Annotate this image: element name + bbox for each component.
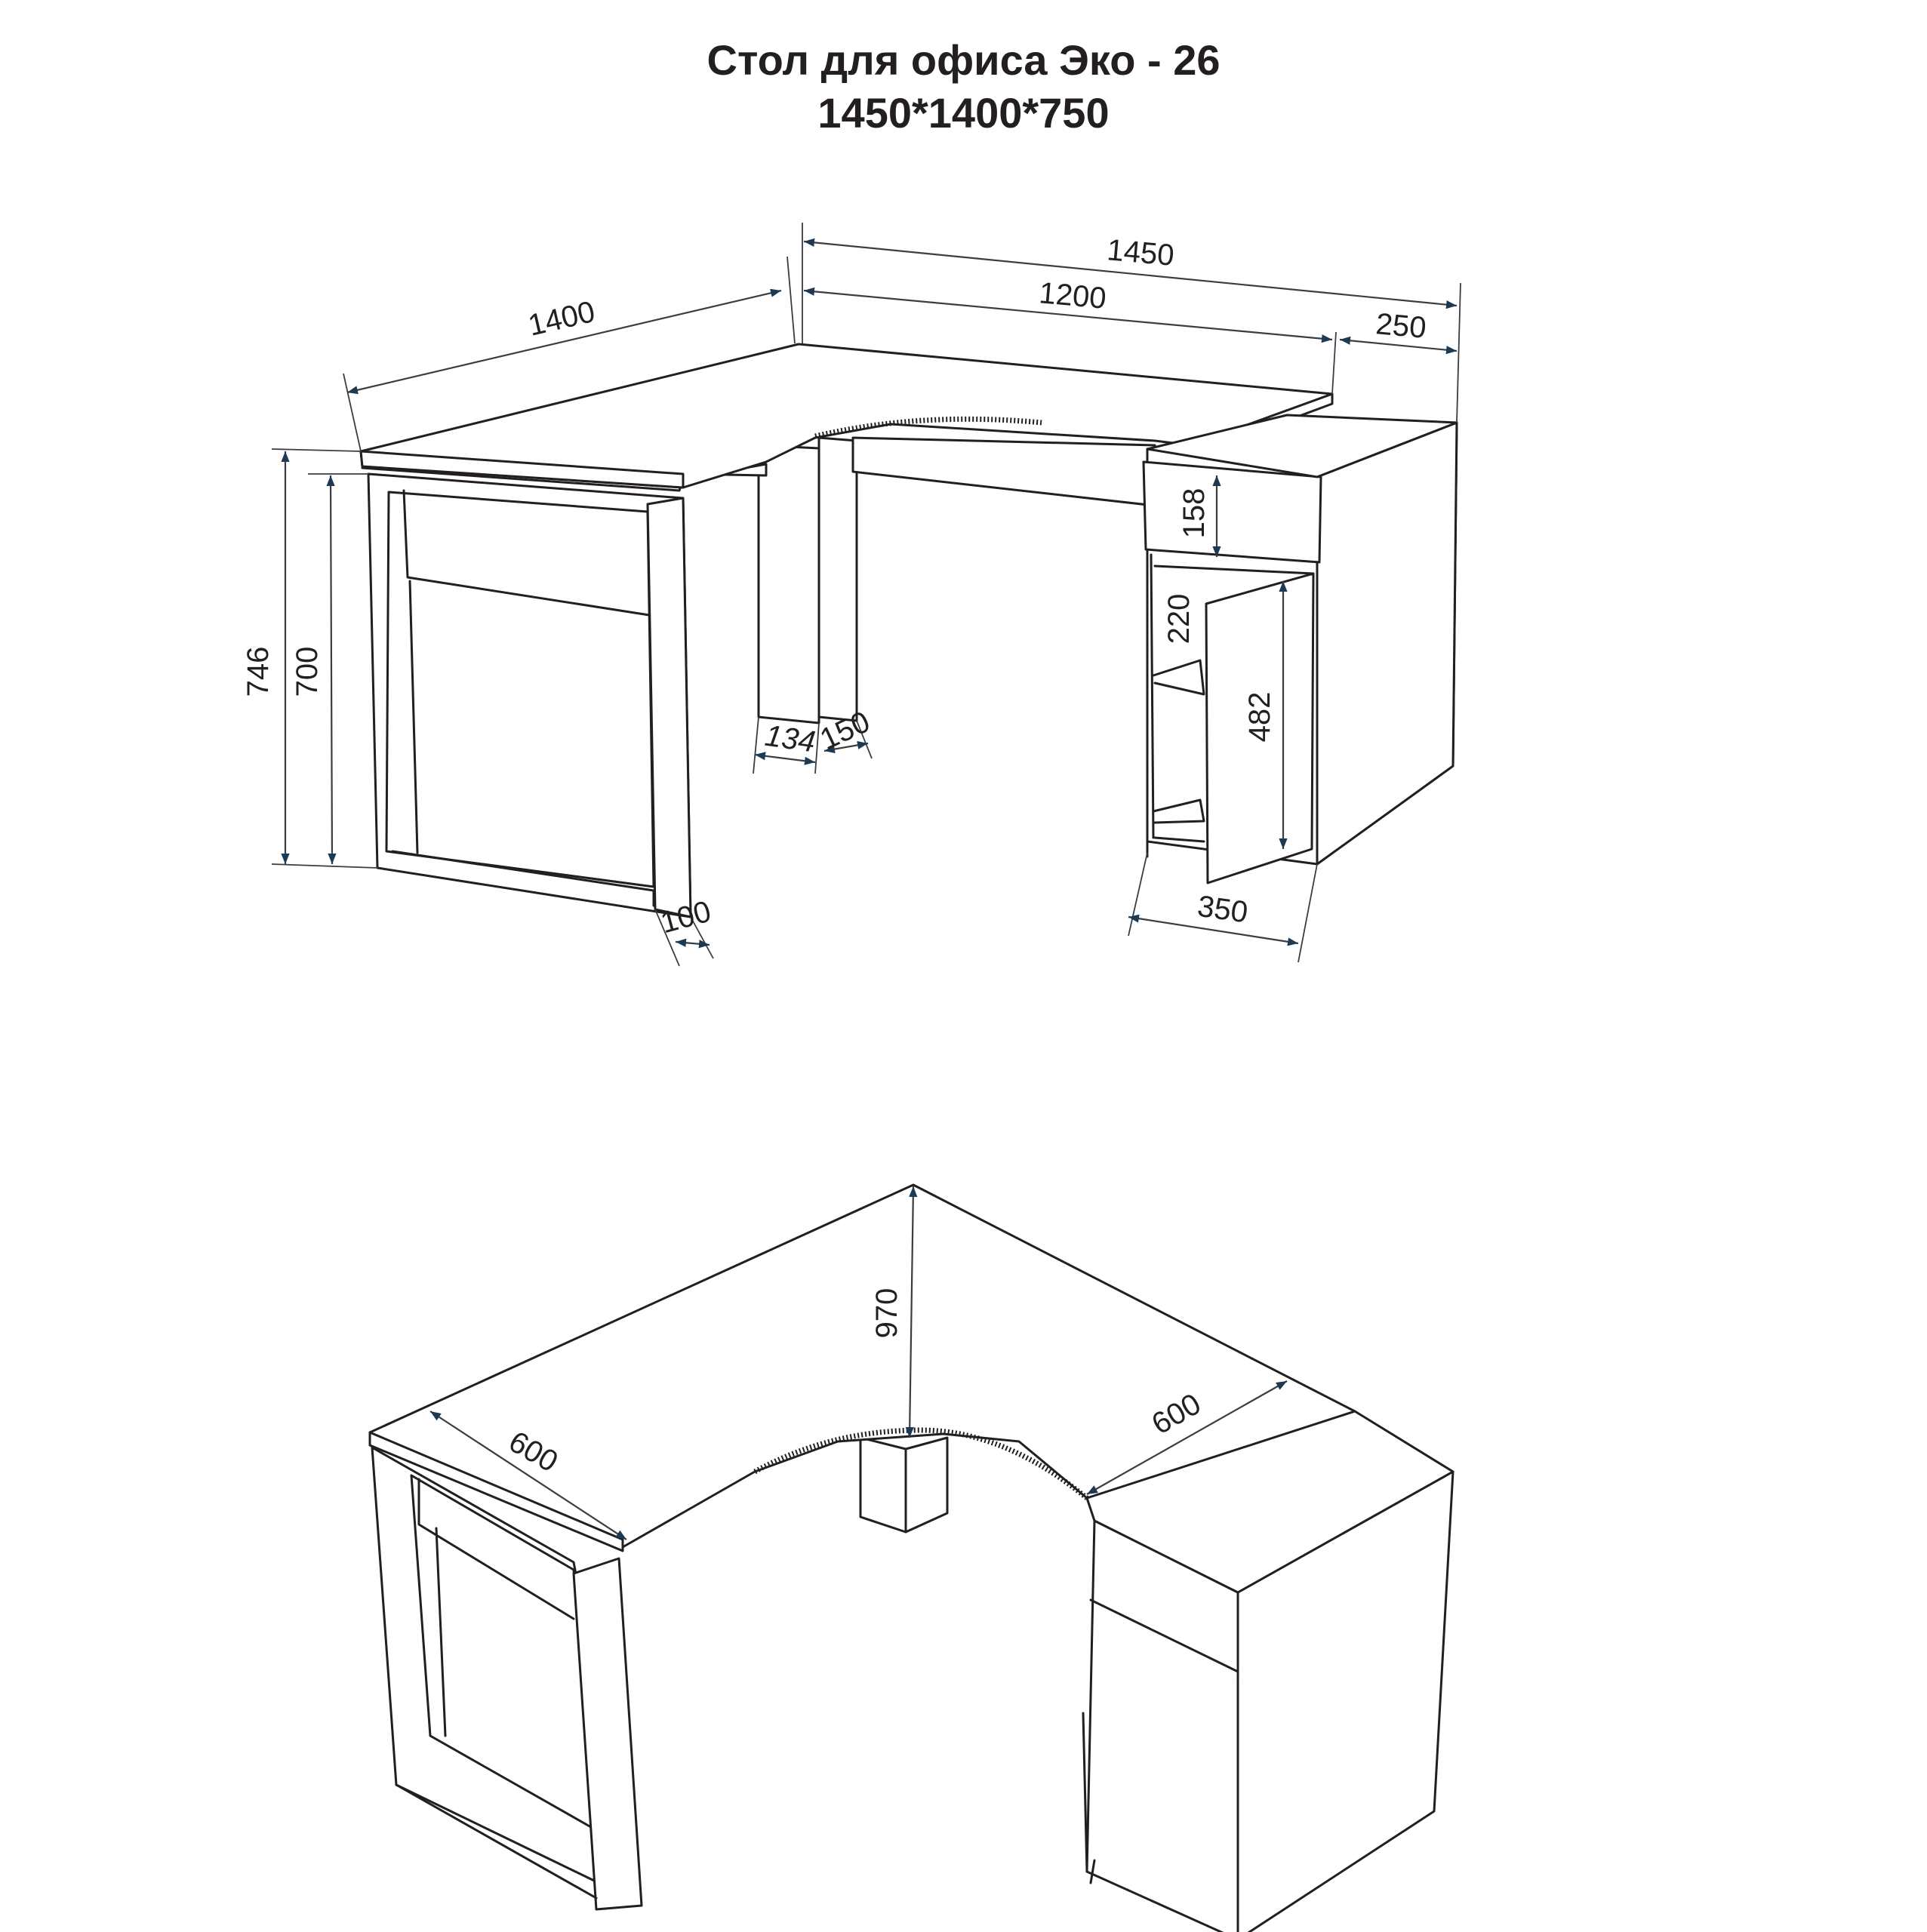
lower-support-post-side bbox=[904, 1436, 949, 1534]
dim-150-line bbox=[823, 740, 869, 754]
dim-350-line bbox=[1128, 914, 1299, 946]
dim-1450-extension bbox=[802, 223, 1461, 423]
cabinet-shelf-top bbox=[1153, 565, 1315, 575]
lower-curved-edge bbox=[753, 1427, 1089, 1500]
dim-970-line bbox=[905, 1186, 918, 1438]
lower-cabinet-front bbox=[1085, 1519, 1239, 1932]
dim-600-left-line bbox=[429, 1411, 627, 1540]
cabinet-side-panel bbox=[1316, 421, 1458, 866]
modesty-panel bbox=[851, 436, 1156, 507]
dim-1450-label: 1450 bbox=[1106, 233, 1175, 272]
lower-cabinet-top bbox=[1085, 1410, 1454, 1594]
left-leg-inner-line bbox=[408, 580, 419, 854]
dim-1200-line bbox=[803, 287, 1333, 343]
left-leg-drawer-line bbox=[402, 489, 651, 617]
dim-support-extension bbox=[753, 716, 873, 774]
dim-250-label: 250 bbox=[1374, 307, 1427, 345]
drawing-title: Стол для офиса Эко - 26 bbox=[706, 36, 1221, 84]
dim-250-line bbox=[1339, 336, 1458, 355]
dim-1400-extension bbox=[343, 256, 796, 452]
dim-482-label: 482 bbox=[1243, 692, 1276, 743]
dim-350-label: 350 bbox=[1196, 890, 1250, 930]
cabinet-inner-left bbox=[1150, 553, 1155, 839]
dim-158-label: 158 bbox=[1177, 488, 1211, 539]
left-leg-bottom-rail bbox=[391, 850, 655, 907]
front-view-dimensions: 1400 1450 1200 250 746 700 100 bbox=[242, 223, 1461, 967]
dim-100-line bbox=[675, 938, 710, 949]
lower-cabinet-drawer-line bbox=[1089, 1598, 1239, 1932]
dim-1400-line bbox=[346, 288, 782, 395]
dim-220-label: 220 bbox=[1162, 594, 1196, 645]
dim-134-line bbox=[754, 752, 816, 765]
left-leg-opening bbox=[385, 491, 655, 888]
cabinet-shelf-upper bbox=[1152, 659, 1205, 696]
lower-left-leg-panel-line bbox=[435, 1527, 447, 1737]
lower-left-leg-end bbox=[572, 1557, 643, 1911]
rear-leg-panel bbox=[817, 436, 858, 722]
dim-700-label: 700 bbox=[291, 647, 324, 697]
dim-1200-label: 1200 bbox=[1038, 276, 1107, 315]
dim-100-extension bbox=[654, 909, 714, 967]
overall-size: 1450*1400*750 bbox=[817, 89, 1110, 137]
cabinet-shelf-lower bbox=[1152, 798, 1205, 824]
cabinet-drawer bbox=[1142, 460, 1322, 564]
dim-746-label: 746 bbox=[242, 647, 275, 697]
front-view-desk bbox=[359, 343, 1458, 918]
tabletop-curved-edge bbox=[814, 416, 1042, 439]
tabletop-front-edge bbox=[359, 450, 685, 489]
lower-support-post-front bbox=[859, 1436, 907, 1534]
dim-700-line bbox=[326, 475, 337, 865]
lower-left-leg-base bbox=[395, 1783, 598, 1900]
lower-left-leg-drawer bbox=[417, 1478, 575, 1620]
left-leg-end-panel bbox=[646, 497, 692, 918]
dim-134-label: 134 bbox=[763, 719, 817, 759]
lower-cabinet-base bbox=[1082, 1712, 1096, 1884]
dim-height-extension bbox=[271, 448, 378, 869]
central-support-post bbox=[757, 444, 820, 724]
dim-600-right-line bbox=[1086, 1380, 1288, 1495]
dim-250-extension bbox=[1331, 331, 1337, 395]
dim-1450-line bbox=[803, 238, 1458, 309]
dim-970-label: 970 bbox=[870, 1288, 903, 1339]
